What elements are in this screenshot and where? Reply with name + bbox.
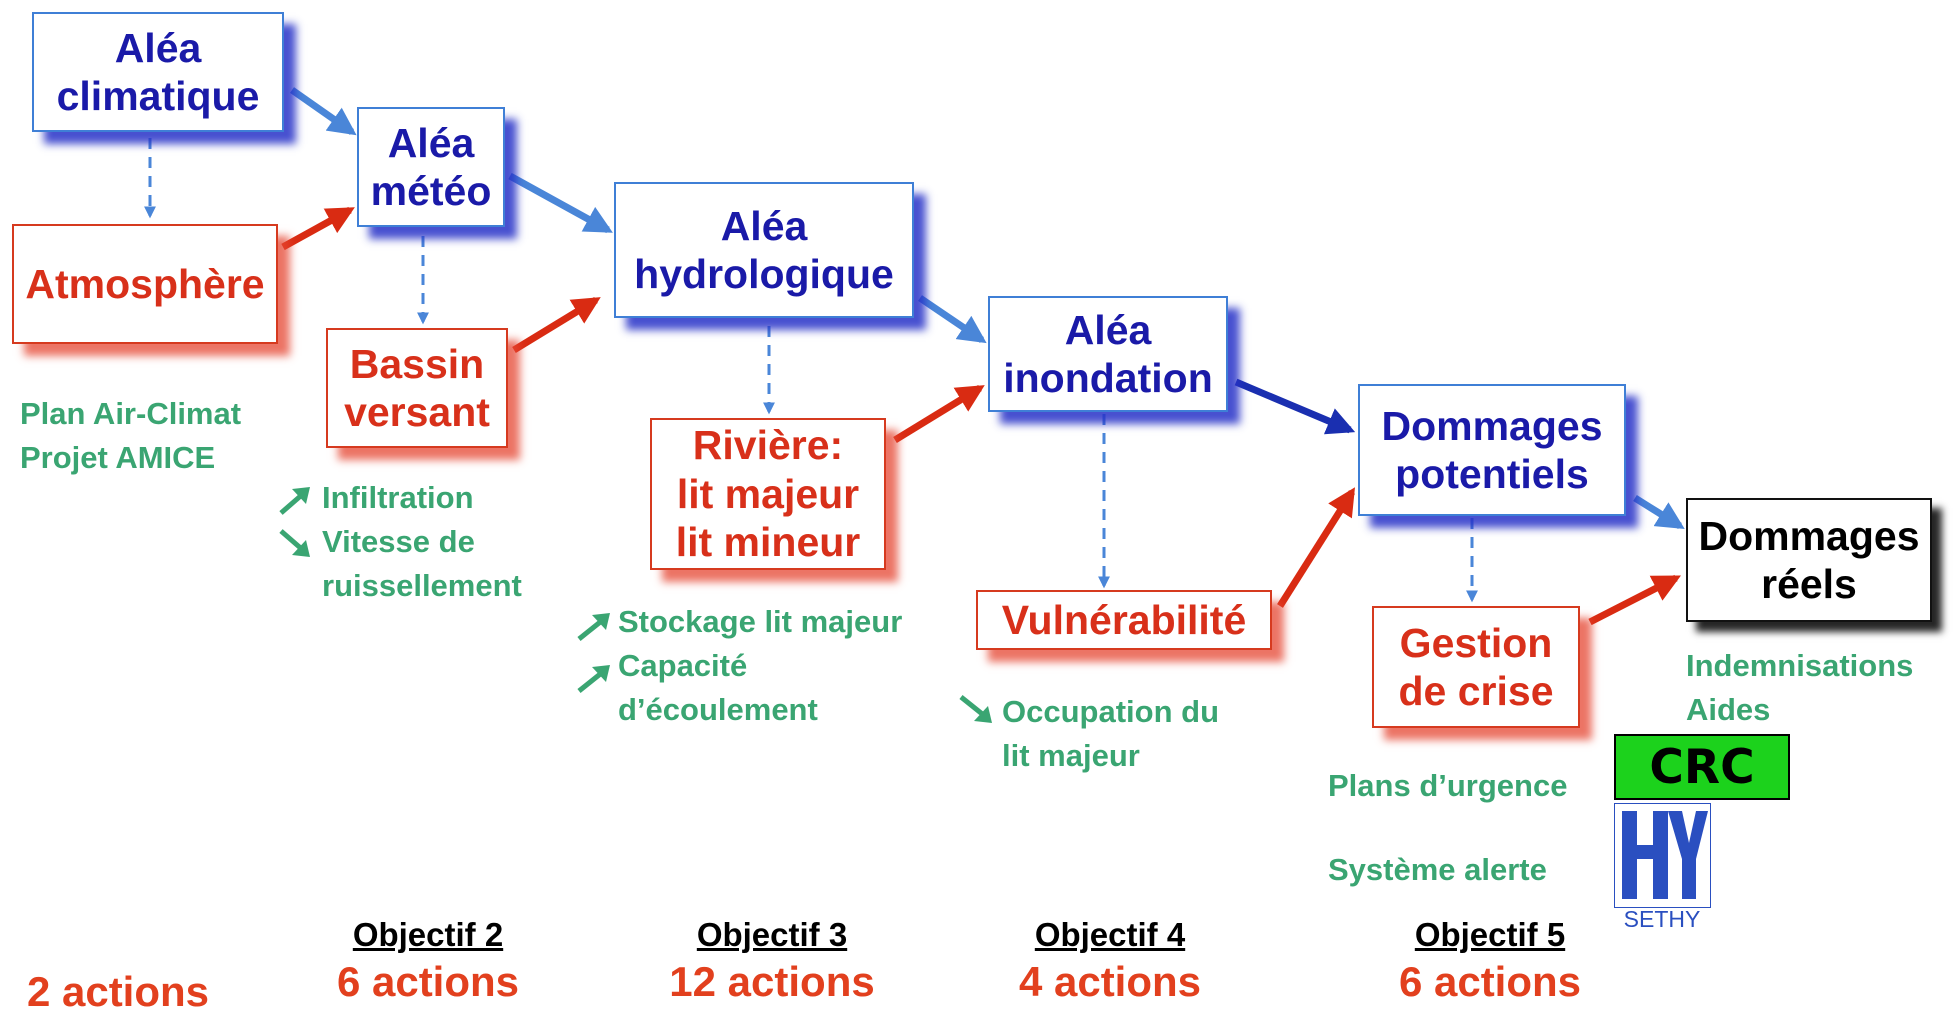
box-atmosphere: Atmosphère xyxy=(12,224,278,344)
note-plan-air-climat-line2: Projet AMICE xyxy=(20,440,216,476)
box-riviere: Rivière: lit majeur lit mineur xyxy=(650,418,886,570)
arrow-gestion-reels xyxy=(1588,574,1681,626)
box-atmosphere-label: Atmosphère xyxy=(25,260,265,307)
note-ruissellement: ruissellement xyxy=(322,568,522,604)
box-alea-climatique: Aléa climatique xyxy=(32,12,284,132)
arrow-atmosphere-meteo xyxy=(281,206,355,251)
arrow-riviere-inondation xyxy=(893,385,985,443)
objective-5: Objectif 5 6 actions xyxy=(1360,916,1620,1006)
objective-3-count: 12 actions xyxy=(669,958,875,1005)
box-bassin-versant: Bassin versant xyxy=(326,328,508,448)
note-vulnerabilite-factors: Occupation du lit majeur xyxy=(1002,690,1219,778)
box-alea-meteo-line1: Aléa xyxy=(387,119,475,166)
note-systeme-alerte: Système alerte xyxy=(1328,852,1547,887)
note-indemnisations-line1: Indemnisations xyxy=(1686,648,1914,683)
box-alea-hydrologique-line2: hydrologique xyxy=(634,251,894,297)
objective-1-count: 2 actions xyxy=(26,968,210,1015)
objective-3-title: Objectif 3 xyxy=(696,916,848,953)
objective-5-count: 6 actions xyxy=(1398,958,1582,1005)
box-dommages-reels-line2: réels xyxy=(1761,561,1857,607)
arrow-up-right-icon xyxy=(577,613,610,641)
note-infiltration: Infiltration xyxy=(322,480,474,515)
box-alea-inondation-line1: Aléa xyxy=(1064,306,1152,353)
objective-2-count: 6 actions xyxy=(336,958,520,1005)
box-bassin-versant-line2: versant xyxy=(344,389,490,435)
box-riviere-line1: Rivière: xyxy=(692,422,844,469)
box-gestion-crise-line1: Gestion xyxy=(1399,619,1553,666)
objective-5-title: Objectif 5 xyxy=(1414,916,1566,953)
box-dommages-potentiels-line2: potentiels xyxy=(1395,451,1589,497)
note-lit-majeur: lit majeur xyxy=(1002,738,1140,774)
box-riviere-line2: lit majeur xyxy=(676,470,860,517)
arrow-down-right-icon xyxy=(279,529,310,557)
note-plan-air-climat-line1: Plan Air-Climat xyxy=(20,396,242,431)
arrow-up-right-icon xyxy=(279,487,310,515)
arrow-meteo-hydrologique xyxy=(508,172,613,234)
box-alea-meteo-line2: météo xyxy=(370,168,492,214)
note-capacite: Capacité xyxy=(618,648,748,684)
box-alea-climatique-line2: climatique xyxy=(56,73,260,119)
note-stockage: Stockage lit majeur xyxy=(618,604,903,639)
objective-1: 2 actions xyxy=(0,922,248,1016)
note-riviere-factors: Stockage lit majeur Capacité d’écoulemen… xyxy=(618,600,902,732)
objective-2: Objectif 2 6 actions xyxy=(298,916,558,1006)
box-vulnerabilite-label: Vulnérabilité xyxy=(1001,596,1247,643)
box-alea-hydrologique-line1: Aléa xyxy=(720,202,808,249)
objective-4-count: 4 actions xyxy=(1018,958,1202,1005)
box-gestion-crise: Gestion de crise xyxy=(1372,606,1580,728)
arrow-vulnerabilite-dommages xyxy=(1277,487,1355,608)
objective-4: Objectif 4 4 actions xyxy=(980,916,1240,1006)
box-alea-inondation-line2: inondation xyxy=(1003,355,1213,401)
arrow-up-right-icon xyxy=(577,665,610,693)
objective-4-title: Objectif 4 xyxy=(1034,916,1186,953)
box-riviere-line3: lit mineur xyxy=(675,519,861,566)
box-dommages-potentiels: Dommages potentiels xyxy=(1358,384,1626,516)
note-vitesse-de: Vitesse de xyxy=(322,524,475,560)
note-aides: Aides xyxy=(1686,692,1771,728)
objective-2-title: Objectif 2 xyxy=(352,916,504,953)
box-alea-climatique-line1: Aléa xyxy=(114,24,202,71)
objective-3: Objectif 3 12 actions xyxy=(642,916,902,1006)
note-bassin-factors: Infiltration Vitesse de ruissellement xyxy=(322,476,522,608)
arrow-hydrologique-inondation xyxy=(918,295,987,344)
note-plan-air-climat: Plan Air-Climat Projet AMICE xyxy=(20,392,241,480)
note-occupation: Occupation du xyxy=(1002,694,1219,729)
sethy-logo xyxy=(1614,803,1711,908)
box-gestion-crise-line2: de crise xyxy=(1398,668,1554,714)
note-ecoulement: d’écoulement xyxy=(618,692,818,728)
sethy-logo-label: SETHY xyxy=(1623,906,1701,932)
arrow-climatique-meteo xyxy=(289,87,357,136)
box-dommages-reels-line1: Dommages xyxy=(1698,512,1920,559)
note-plans-urgence: Plans d’urgence xyxy=(1328,768,1568,803)
arrow-inondation-dommages xyxy=(1234,378,1356,435)
arrow-bassin-hydrologique xyxy=(512,297,601,353)
crc-logo: CRC xyxy=(1614,734,1790,800)
box-dommages-potentiels-line1: Dommages xyxy=(1381,402,1603,449)
box-dommages-reels: Dommages réels xyxy=(1686,498,1932,622)
note-indemnisations: Indemnisations Aides xyxy=(1686,644,1913,732)
arrow-down-right-icon xyxy=(959,695,992,723)
box-alea-hydrologique: Aléa hydrologique xyxy=(614,182,914,318)
arrow-potentiels-reels xyxy=(1633,495,1685,529)
box-alea-inondation: Aléa inondation xyxy=(988,296,1228,412)
box-bassin-versant-line1: Bassin xyxy=(349,340,485,387)
box-vulnerabilite: Vulnérabilité xyxy=(976,590,1272,650)
box-alea-meteo: Aléa météo xyxy=(357,107,505,227)
